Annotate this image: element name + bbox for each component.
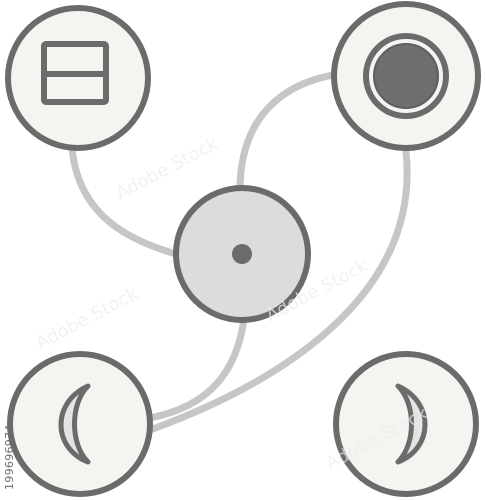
connectors <box>68 70 411 434</box>
svg-text:Adobe Stock: Adobe Stock <box>32 283 142 355</box>
node-center <box>173 185 311 323</box>
connector-center-bottomleft <box>146 316 248 422</box>
crescent-moon-right-icon <box>395 383 428 465</box>
node-bottom-right <box>333 351 479 497</box>
stock-id-watermark: 199696974 <box>3 424 16 490</box>
filled-circle-icon <box>373 43 439 109</box>
center-dot-icon <box>232 244 252 264</box>
svg-text:Adobe Stock: Adobe Stock <box>112 133 222 205</box>
filled-circle-ring-icon <box>363 33 449 119</box>
connector-topright-bottomleft <box>146 148 411 434</box>
window-panels-icon <box>41 41 109 105</box>
node-bottom-left <box>7 351 153 497</box>
crescent-moon-left-icon <box>58 383 91 465</box>
node-top-left <box>5 5 151 151</box>
connector-topleft-center <box>68 144 180 258</box>
node-top-right <box>331 1 481 151</box>
connector-center-topright <box>236 70 344 194</box>
